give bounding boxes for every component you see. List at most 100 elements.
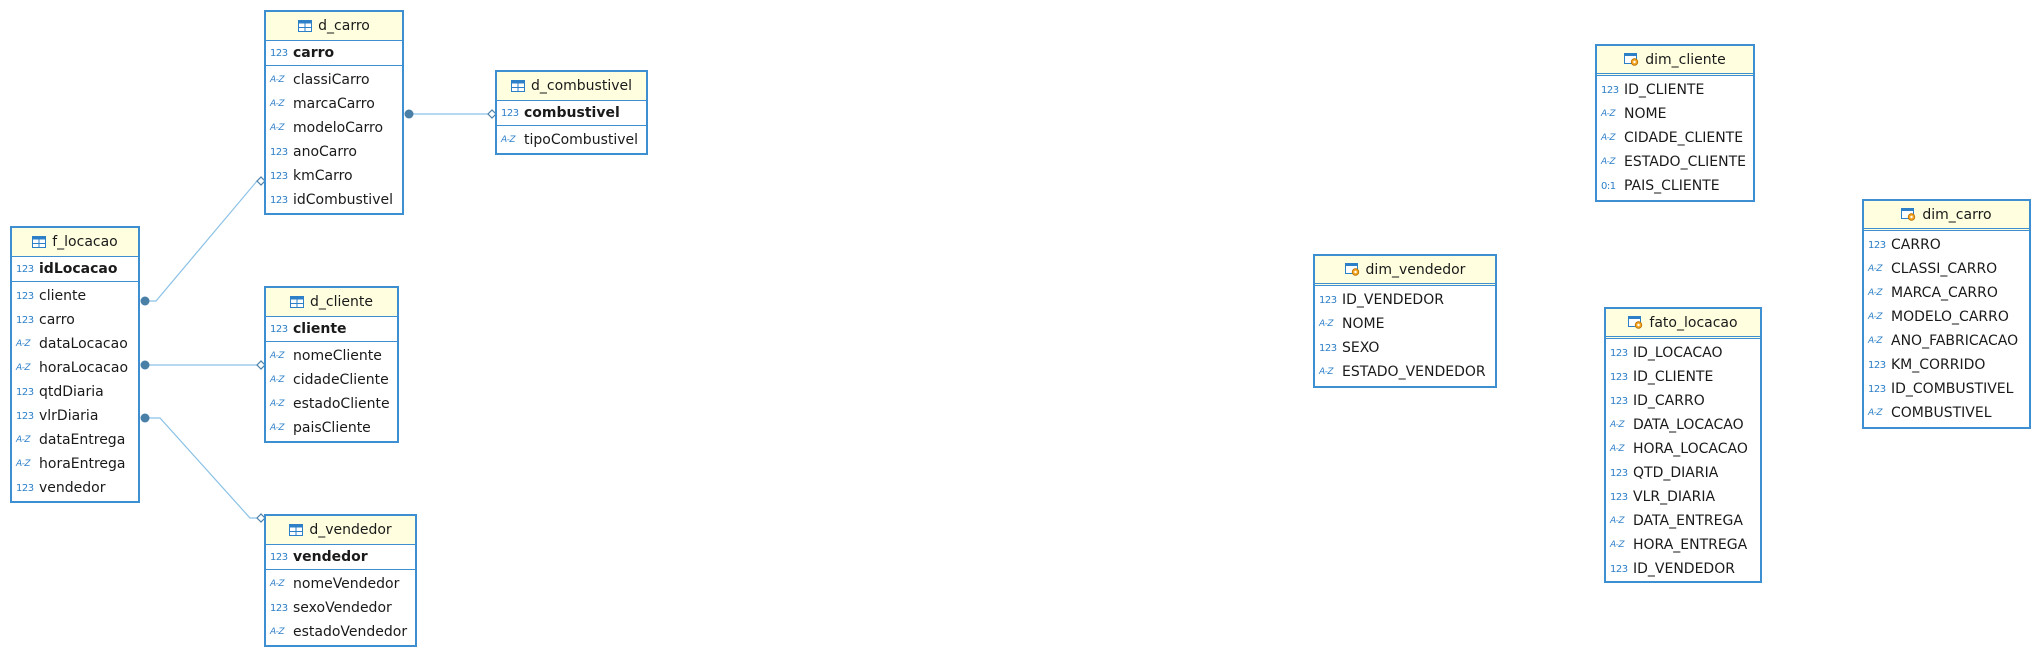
type-icon: A-Z	[270, 375, 285, 385]
relationship-source-dot	[140, 296, 150, 306]
type-icon: A-Z	[1610, 420, 1625, 430]
column-row[interactable]: A-Z paisCliente	[266, 416, 397, 440]
type-icon: A-Z	[16, 363, 31, 373]
entity-title: d_vendedor	[309, 522, 392, 538]
column-name: vendedor	[293, 549, 368, 565]
type-icon: 123	[1610, 491, 1628, 503]
column-name: VLR_DIARIA	[1633, 489, 1716, 505]
type-icon: 123	[1868, 383, 1886, 395]
column-name: MARCA_CARRO	[1891, 285, 1998, 301]
column-name: idLocacao	[39, 261, 118, 277]
column-name: CLASSI_CARRO	[1891, 261, 1998, 277]
column-name: ID_VENDEDOR	[1633, 561, 1735, 577]
column-name: DATA_ENTREGA	[1633, 513, 1743, 529]
column-name: marcaCarro	[293, 96, 375, 112]
entity-header: dim_cliente	[1597, 46, 1753, 76]
column-name: ANO_FABRICACAO	[1891, 333, 2019, 349]
column-row[interactable]: A-Z marcaCarro	[266, 92, 402, 116]
column-name: cidadeCliente	[293, 372, 389, 388]
column-name: vlrDiaria	[39, 408, 99, 424]
column-name: carro	[39, 312, 75, 328]
type-icon: A-Z	[1601, 133, 1616, 143]
column-name: ID_CLIENTE	[1633, 369, 1714, 385]
type-icon: 123	[270, 323, 288, 335]
column-name: paisCliente	[293, 420, 371, 436]
table-icon	[289, 524, 304, 536]
column-row[interactable]: 123 VLR_DIARIA	[1606, 485, 1760, 509]
column-row[interactable]: 123 ID_VENDEDOR	[1606, 557, 1760, 581]
type-icon: A-Z	[16, 435, 31, 445]
column-name: anoCarro	[293, 144, 357, 160]
type-icon: A-Z	[270, 123, 285, 133]
entity-title: dim_vendedor	[1365, 261, 1466, 278]
type-icon: 123	[1610, 563, 1628, 575]
table-icon	[510, 80, 525, 92]
column-row[interactable]: A-Z cidadeCliente	[266, 368, 397, 392]
type-icon: A-Z	[270, 99, 285, 109]
type-icon: A-Z	[270, 423, 285, 433]
relationship-source-dot	[140, 360, 150, 370]
column-name: kmCarro	[293, 168, 353, 184]
